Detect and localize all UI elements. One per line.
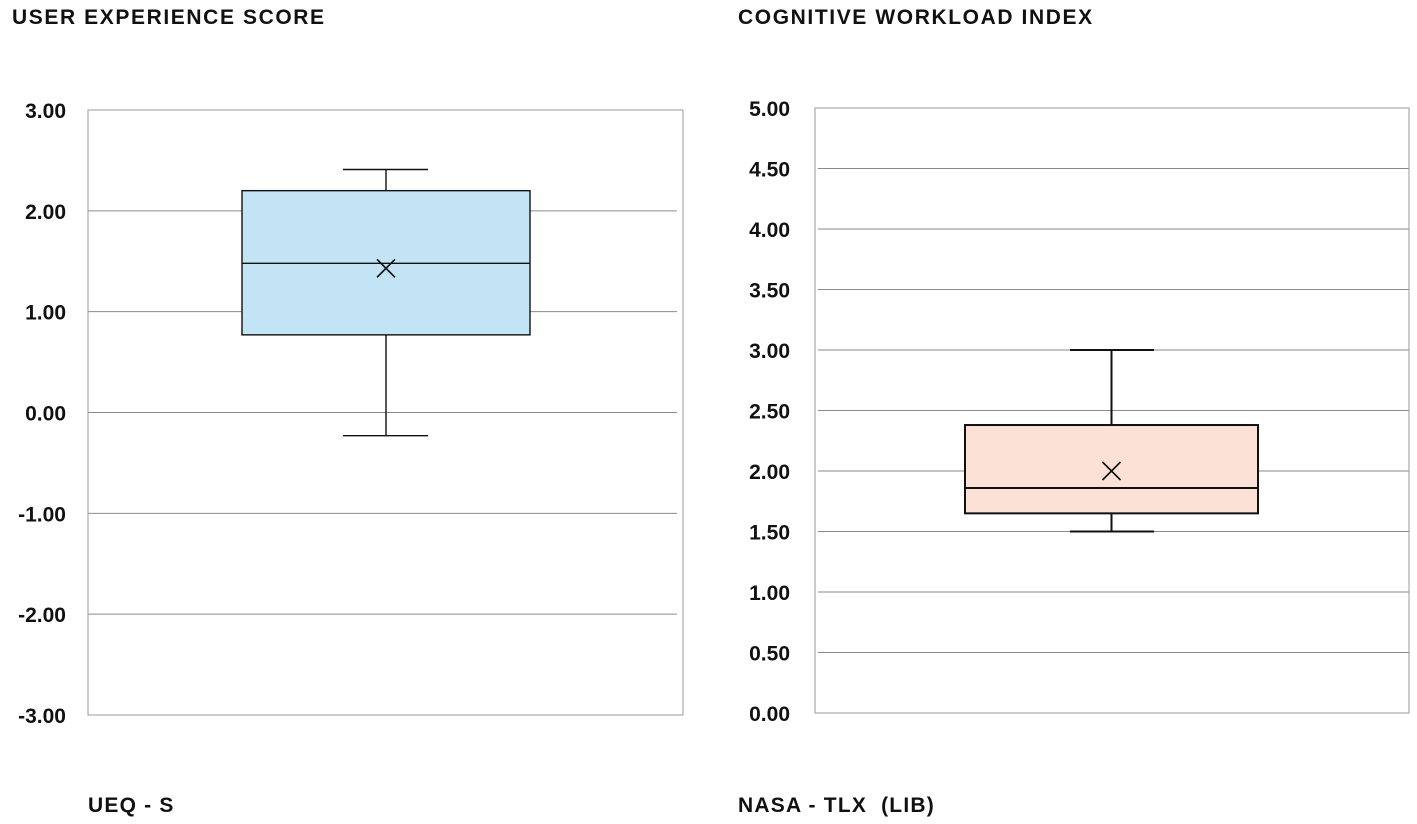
y-tick-label: -1.00: [18, 503, 66, 526]
chart-2: COGNITIVE WORKLOAD INDEX 5.00 4.50 4.00 3.50…: [738, 6, 1410, 817]
y-tick-label: 1.00: [749, 582, 790, 605]
category-label: UEQ - S: [88, 794, 175, 817]
y-tick-label: 4.00: [749, 219, 790, 242]
chart-title: USER EXPERIENCE SCORE: [12, 6, 326, 29]
plot-frame: [87, 109, 684, 716]
category-label: NASA - TLX (LIB): [738, 794, 935, 817]
y-tick-label: 0.00: [749, 703, 790, 726]
y-tick-label: -3.00: [18, 705, 66, 728]
chart-title: COGNITIVE WORKLOAD INDEX: [738, 6, 1094, 29]
chart-1: USER EXPERIENCE SCORE 3.00 2.00 1.00 0.00 -1.…: [12, 6, 684, 817]
y-tick-label: 3.00: [25, 100, 66, 123]
mean-marker: [376, 258, 396, 278]
y-tick-label: 0.00: [25, 403, 66, 426]
y-tick-label: 5.00: [749, 98, 790, 121]
y-tick-label: 2.50: [749, 401, 790, 424]
y-tick-label: 2.00: [749, 461, 790, 484]
mean-marker: [1101, 461, 1122, 481]
y-tick-label: 3.00: [749, 340, 790, 363]
y-tick-label: 4.50: [749, 159, 790, 182]
y-tick-label: -2.00: [18, 604, 66, 627]
y-tick-label: 0.50: [749, 643, 790, 666]
mean-marker-stroke: [1101, 461, 1122, 481]
y-tick-label: 3.50: [749, 280, 790, 303]
y-tick-label: 2.00: [25, 201, 66, 224]
plot-frame: [814, 107, 1410, 714]
mean-marker-stroke: [376, 258, 396, 278]
iqr-box: [964, 424, 1259, 515]
y-tick-label: 1.00: [25, 302, 66, 325]
y-tick-label: 1.50: [749, 522, 790, 545]
